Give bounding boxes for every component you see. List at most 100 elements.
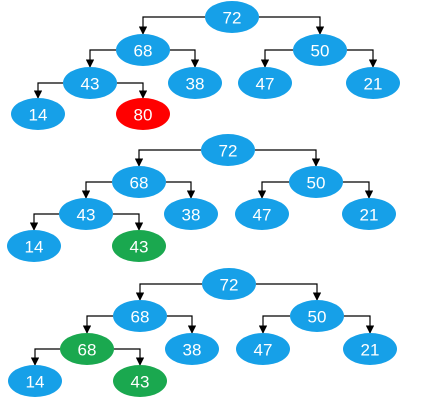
tree-2-edge-rr-rl bbox=[257, 181, 289, 199]
node-ellipse bbox=[201, 134, 255, 166]
node-ellipse bbox=[164, 198, 218, 230]
tree-1-node-rrr: 21 bbox=[346, 67, 400, 99]
tree-1-node-lll: 14 bbox=[11, 98, 65, 130]
node-label: 72 bbox=[220, 276, 239, 295]
node-label: 50 bbox=[308, 308, 327, 327]
tree-3-node-rl: 47 bbox=[236, 333, 290, 365]
tree-3-node-rr: 50 bbox=[290, 300, 344, 332]
node-ellipse bbox=[116, 98, 170, 130]
tree-3-edge-l-lr bbox=[167, 315, 197, 334]
node-label: 14 bbox=[26, 373, 45, 392]
node-label: 38 bbox=[182, 206, 201, 225]
tree-3-node-llr: 43 bbox=[113, 365, 167, 397]
node-label: 43 bbox=[77, 206, 96, 225]
tree-1-node-rr: 50 bbox=[293, 34, 347, 66]
tree-2-node-lr: 38 bbox=[164, 198, 218, 230]
nodes-layer: 72 68 50 43 38 47 21 14 80 72 68 50 43 38 47 21 14 43 72 68… bbox=[7, 1, 400, 397]
node-label: 14 bbox=[25, 238, 44, 257]
node-ellipse bbox=[205, 1, 259, 33]
tree-1-edge-rr-rl bbox=[260, 49, 293, 68]
tree-3-edge-r-l bbox=[135, 283, 202, 301]
tree-2-edge-l-ll bbox=[81, 181, 112, 199]
tree-1-node-lr: 38 bbox=[168, 67, 222, 99]
node-label: 72 bbox=[219, 142, 238, 161]
tree-2-node-lll: 14 bbox=[7, 230, 61, 262]
node-label: 47 bbox=[253, 206, 272, 225]
node-label: 38 bbox=[183, 341, 202, 360]
node-label: 68 bbox=[130, 174, 149, 193]
node-ellipse bbox=[113, 365, 167, 397]
tree-2-node-rl: 47 bbox=[235, 198, 289, 230]
node-label: 80 bbox=[134, 106, 153, 125]
tree-1-edge-r-rr bbox=[259, 16, 325, 35]
tree-3-node-rrr: 21 bbox=[343, 333, 397, 365]
tree-3-edge-ll-lll bbox=[30, 348, 60, 366]
tree-3-node-r: 72 bbox=[202, 268, 256, 300]
node-label: 68 bbox=[134, 42, 153, 61]
node-ellipse bbox=[290, 300, 344, 332]
node-label: 50 bbox=[307, 174, 326, 193]
node-ellipse bbox=[343, 333, 397, 365]
tree-2-edge-r-l bbox=[134, 149, 201, 167]
node-ellipse bbox=[346, 67, 400, 99]
tree-2-node-rr: 50 bbox=[289, 166, 343, 198]
tree-3-edge-ll-llr bbox=[114, 348, 145, 366]
node-ellipse bbox=[202, 268, 256, 300]
tree-2-node-rrr: 21 bbox=[342, 198, 396, 230]
tree-1-node-r: 72 bbox=[205, 1, 259, 33]
node-label: 47 bbox=[256, 75, 275, 94]
node-ellipse bbox=[113, 300, 167, 332]
tree-1-edge-r-l bbox=[138, 16, 205, 35]
node-ellipse bbox=[7, 230, 61, 262]
node-label: 21 bbox=[364, 75, 383, 94]
node-ellipse bbox=[236, 333, 290, 365]
node-label: 38 bbox=[186, 75, 205, 94]
tree-2-edge-l-lr bbox=[166, 181, 196, 199]
node-label: 43 bbox=[81, 75, 100, 94]
node-ellipse bbox=[165, 333, 219, 365]
node-ellipse bbox=[238, 67, 292, 99]
node-label: 43 bbox=[131, 373, 150, 392]
tree-1-edge-ll-lll bbox=[33, 82, 63, 99]
node-label: 68 bbox=[78, 341, 97, 360]
node-label: 72 bbox=[223, 9, 242, 28]
node-ellipse bbox=[8, 365, 62, 397]
node-ellipse bbox=[112, 230, 166, 262]
tree-2-edge-r-rr bbox=[255, 149, 321, 167]
tree-2-node-llr: 43 bbox=[112, 230, 166, 262]
tree-1-node-ll: 43 bbox=[63, 67, 117, 99]
tree-3-node-lr: 38 bbox=[165, 333, 219, 365]
node-label: 50 bbox=[311, 42, 330, 61]
edges-layer bbox=[29, 16, 378, 366]
node-label: 21 bbox=[361, 341, 380, 360]
node-ellipse bbox=[112, 166, 166, 198]
tree-3-edge-rr-rrr bbox=[344, 315, 375, 334]
tree-2-edge-rr-rrr bbox=[343, 181, 374, 199]
tree-3-node-l: 68 bbox=[113, 300, 167, 332]
node-label: 68 bbox=[131, 308, 150, 327]
tree-1-node-rl: 47 bbox=[238, 67, 292, 99]
node-ellipse bbox=[60, 333, 114, 365]
tree-1-edge-ll-llr bbox=[117, 82, 148, 99]
tree-2-node-r: 72 bbox=[201, 134, 255, 166]
node-ellipse bbox=[116, 34, 170, 66]
tree-2-edge-ll-llr bbox=[113, 213, 144, 231]
tree-3-node-lll: 14 bbox=[8, 365, 62, 397]
node-ellipse bbox=[168, 67, 222, 99]
node-label: 21 bbox=[360, 206, 379, 225]
tree-3-edge-rr-rl bbox=[258, 315, 290, 334]
tree-3-edge-r-rr bbox=[256, 283, 322, 301]
tree-2-node-ll: 43 bbox=[59, 198, 113, 230]
node-label: 14 bbox=[29, 106, 48, 125]
node-ellipse bbox=[11, 98, 65, 130]
node-ellipse bbox=[235, 198, 289, 230]
tree-1-node-l: 68 bbox=[116, 34, 170, 66]
tree-1-node-llr: 80 bbox=[116, 98, 170, 130]
node-ellipse bbox=[289, 166, 343, 198]
node-ellipse bbox=[293, 34, 347, 66]
tree-3-edge-l-ll bbox=[82, 315, 113, 334]
tree-1-edge-l-lr bbox=[170, 49, 200, 68]
tree-2-node-l: 68 bbox=[112, 166, 166, 198]
